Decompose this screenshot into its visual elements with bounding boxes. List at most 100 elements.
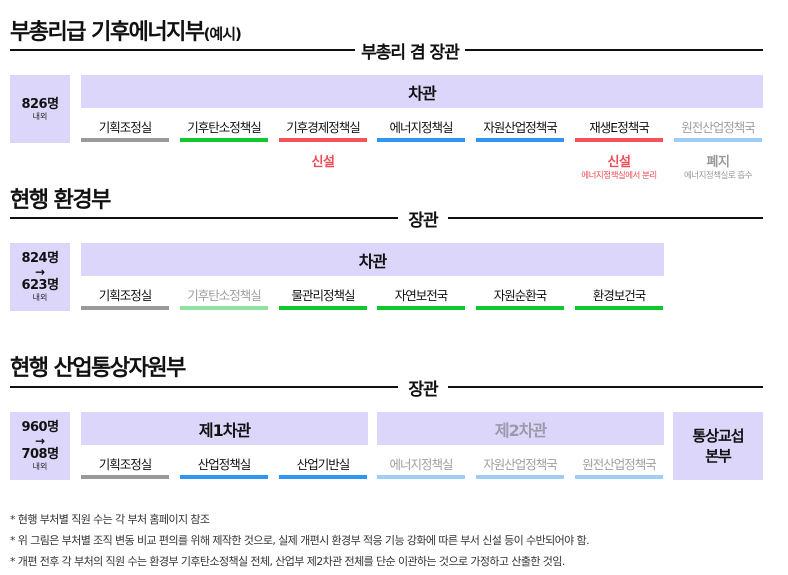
dept-bar [81,306,169,310]
minister-label: 장관 [398,375,448,400]
header-rule-left [10,386,398,388]
dept-bar [279,306,367,310]
dept-label: 기획조정실 [98,120,153,135]
staff-count-box: 824명 → 623명 내외 [10,243,70,311]
dept-label: 에너지정책실 [389,457,453,472]
dept-bar [279,475,367,479]
dept-label: 환경보건국 [592,288,647,303]
footnotes: * 현행 부처별 직원 수는 각 부처 홈페이지 참조 * 위 그림은 부처별 … [10,509,590,572]
section-title-new-ministry: 부총리급 기후에너지부(예시) [10,14,242,46]
new-dept-note: 신설 [311,155,335,170]
staff-count-before: 960명 [21,420,59,435]
dept-label: 원전산업정책국 [582,457,657,472]
dept-item: 기획조정실 [81,288,169,310]
trade-box-line1: 통상교섭 [692,427,744,445]
dept-label: 자연보전국 [394,288,449,303]
dept-item: 환경보건국 [575,288,663,310]
staff-count-box: 960명 → 708명 내외 [10,412,70,480]
header-rule-left [10,49,355,51]
staff-count: 826명 [21,96,59,112]
footnote: * 위 그림은 부처별 조직 변동 비교 편의를 위해 제작한 것으로, 실제 … [10,534,590,547]
dept-label: 자원산업정책국 [483,457,558,472]
staff-count-unit: 내외 [32,293,48,302]
staff-count-before: 824명 [21,251,59,266]
dept-bar [81,475,169,479]
dept-item: 자원산업정책국 [476,120,564,142]
dept-bar [674,138,762,142]
trade-negotiation-box: 통상교섭 본부 [673,412,763,480]
dept-item: 산업기반실 [279,457,367,479]
vice-minister-bar: 차관 [81,75,763,108]
trade-box-line2: 본부 [705,447,732,465]
dept-item: 에너지정책실 [377,457,465,479]
footnote: * 개편 전후 각 부처의 직원 수는 환경부 기후탄소정책실 전체, 산업부 … [10,555,565,568]
dept-label: 에너지정책실 [389,120,453,135]
dept-bar [279,138,367,142]
dept-item: 기후탄소정책실 [180,120,268,142]
abolished-dept-subnote: 에너지정책실로 흡수 [683,171,753,181]
dept-item: 기후경제정책실 [279,120,367,142]
dept-item: 에너지정책실 [377,120,465,142]
dept-label: 자원산업정책국 [483,120,558,135]
dept-item: 기획조정실 [81,457,169,479]
minister-label: 장관 [398,206,448,231]
dept-item: 자원산업정책국 [476,457,564,479]
staff-count-unit: 내외 [32,462,48,471]
dept-label: 원전산업정책국 [681,120,756,135]
staff-count-after: 623명 [21,278,59,293]
staff-count-after: 708명 [21,447,59,462]
dept-bar [180,138,268,142]
footnote: * 현행 부처별 직원 수는 각 부처 홈페이지 참조 [10,513,210,526]
staff-count-box: 826명 내외 [10,75,70,143]
dept-bar [575,306,663,310]
section-title-suffix: (예시) [203,25,242,43]
arrow-icon: → [34,434,46,448]
dept-bar [377,138,465,142]
first-vice-minister-bar: 제1차관 [81,412,368,445]
section-title-current-motie: 현행 산업통상자원부 [10,356,186,381]
header-rule-right [465,49,763,51]
dept-label: 재생E정책국 [589,120,649,135]
arrow-icon: → [34,265,46,279]
dept-item: 원전산업정책국 [674,120,762,142]
dept-item: 기획조정실 [81,120,169,142]
minister-label: 부총리 겸 장관 [355,38,465,63]
staff-count-unit: 내외 [32,111,48,121]
dept-label: 산업정책실 [197,457,252,472]
dept-bar [377,306,465,310]
dept-bar [180,475,268,479]
dept-item: 산업정책실 [180,457,268,479]
dept-bar [180,306,268,310]
dept-item: 기후탄소정책실 [180,288,268,310]
abolished-dept-note: 폐지 [706,155,730,170]
header-rule-right [448,217,763,219]
header-rule-right [448,386,763,388]
dept-bar [575,475,663,479]
section-title-current-env: 현행 환경부 [10,188,111,213]
dept-item: 자연보전국 [377,288,465,310]
dept-item: 물관리정책실 [279,288,367,310]
new-dept-subnote: 에너지정책실에서 분리 [581,171,657,181]
second-vice-minister-bar: 제2차관 [377,412,664,445]
new-dept-note: 신설 [607,155,631,170]
section-title-text: 부총리급 기후에너지부 [10,20,205,45]
header-rule-left [10,217,398,219]
dept-item: 자원순환국 [476,288,564,310]
dept-item: 재생E정책국 [575,120,663,142]
dept-label: 기후탄소정책실 [187,120,262,135]
dept-item: 원전산업정책국 [575,457,663,479]
dept-bar [476,138,564,142]
dept-label: 자원순환국 [493,288,548,303]
dept-label: 기후탄소정책실 [187,288,262,303]
dept-bar [575,138,663,142]
dept-label: 기후경제정책실 [286,120,361,135]
dept-label: 산업기반실 [296,457,351,472]
dept-bar [81,138,169,142]
dept-bar [377,475,465,479]
dept-bar [476,475,564,479]
dept-bar [476,306,564,310]
dept-label: 기획조정실 [98,457,153,472]
dept-label: 물관리정책실 [291,288,355,303]
dept-label: 기획조정실 [98,288,153,303]
vice-minister-bar: 차관 [81,243,664,276]
